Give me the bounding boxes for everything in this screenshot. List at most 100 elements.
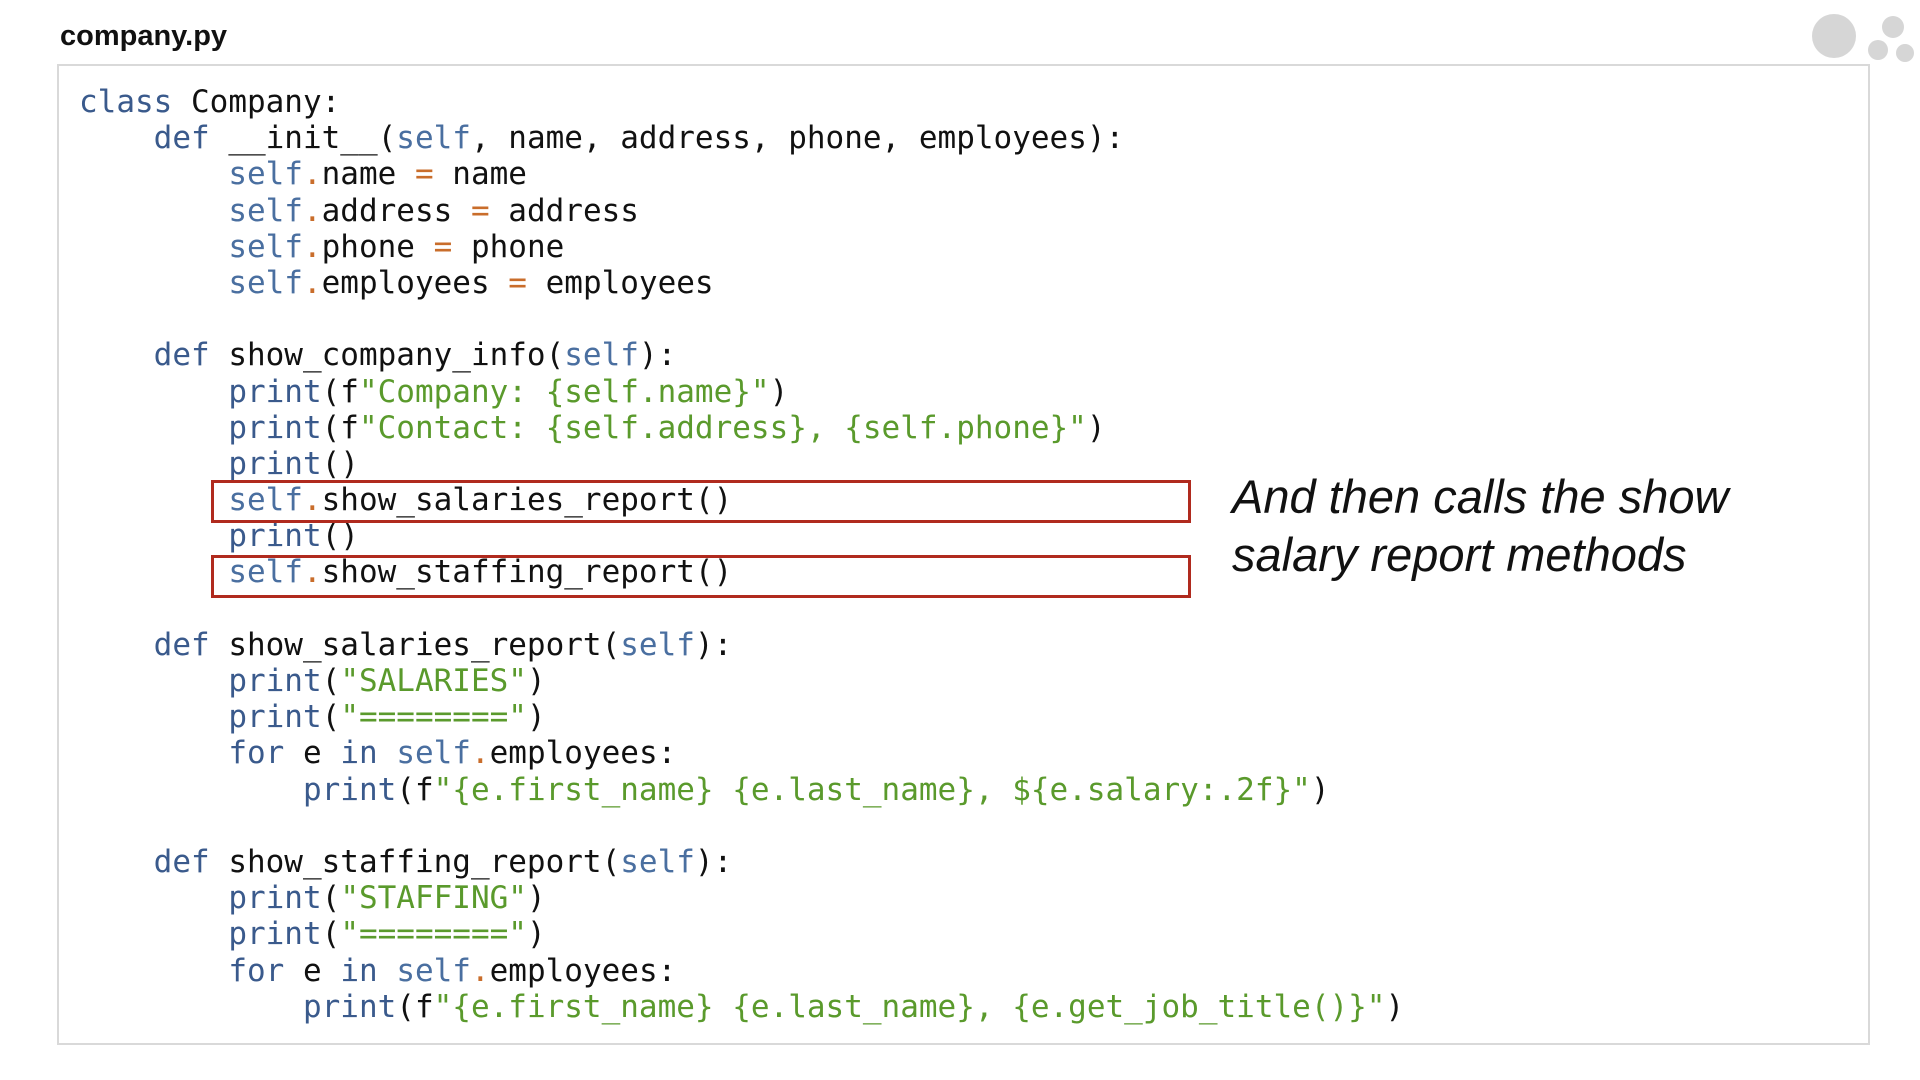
code-line: self.phone = phone [79, 229, 1404, 265]
code-panel [57, 64, 1870, 1045]
code-token: for [228, 735, 285, 772]
code-line: self.name = name [79, 156, 1404, 192]
code-token: self [564, 337, 639, 374]
code-line: self.employees = employees [79, 265, 1404, 301]
code-token: employees [321, 264, 509, 301]
code-token [79, 916, 228, 952]
code-token: (f [396, 771, 434, 808]
code-token [79, 518, 228, 554]
code-line: print(f"{e.first_name} {e.last_name}, ${… [79, 772, 1404, 808]
code-line: self.show_staffing_report() [79, 554, 1404, 590]
code-token: ( [321, 663, 341, 699]
code-token: self [228, 228, 303, 265]
code-token: print [228, 409, 322, 446]
code-token: ) [526, 699, 546, 736]
code-token [79, 953, 228, 989]
code-token [79, 735, 228, 771]
code-token: ): [694, 626, 733, 663]
code-line: def show_company_info(self): [79, 337, 1404, 373]
code-token: = [508, 264, 527, 301]
code-line: print() [79, 518, 1404, 554]
code-token: ) [1086, 409, 1106, 446]
code-line [79, 808, 1404, 844]
code-token: print [302, 771, 397, 808]
code-token [79, 156, 228, 192]
code-line: def show_staffing_report(self): [79, 844, 1404, 880]
code-token: show_salaries_report() [321, 482, 733, 519]
code-token: name [433, 156, 527, 193]
code-token: () [321, 518, 359, 555]
code-token: . [302, 482, 322, 519]
code-token: e [284, 952, 341, 989]
code-block: class Company: def __init__(self, name, … [79, 84, 1404, 1025]
code-token: ( [321, 916, 341, 953]
code-token: print [228, 663, 322, 699]
code-token: def [153, 626, 210, 663]
dots-logo-icon [1808, 10, 1918, 70]
code-token: show_salaries_report( [209, 626, 621, 663]
code-token: ) [526, 880, 546, 917]
code-line [79, 301, 1404, 337]
code-token: "{e.first_name} {e.last_name}, {e.get_jo… [433, 988, 1386, 1025]
code-token [79, 772, 303, 808]
code-token: ( [321, 880, 341, 917]
code-token: (f [396, 988, 434, 1025]
code-token: print [228, 880, 322, 917]
code-line: print("========") [79, 699, 1404, 735]
code-token: show_staffing_report( [209, 843, 621, 880]
code-token: self [228, 192, 303, 229]
code-token: employees [526, 264, 714, 301]
code-token: employees: [489, 952, 677, 989]
code-token: self [228, 554, 303, 591]
code-token: . [302, 554, 322, 591]
code-line: def show_salaries_report(self): [79, 627, 1404, 663]
code-token: ( [321, 699, 341, 736]
code-line: print(f"Company: {self.name}") [79, 374, 1404, 410]
code-token: print [228, 699, 322, 736]
code-token: "Company: {self.name}" [358, 373, 770, 410]
code-token [79, 699, 228, 735]
code-token: print [228, 518, 322, 555]
code-token: . [302, 192, 322, 229]
code-token: def [153, 843, 210, 880]
code-token: show_staffing_report() [321, 554, 733, 591]
code-token: , name, address, phone, employees): [470, 120, 1125, 157]
code-token: "========" [340, 699, 527, 736]
code-token: print [228, 445, 322, 482]
code-token: . [302, 156, 322, 193]
code-line: for e in self.employees: [79, 735, 1404, 771]
code-token: "========" [340, 916, 527, 953]
code-token: address [321, 192, 471, 229]
code-token: self [396, 735, 471, 772]
code-token: . [302, 228, 322, 265]
code-token: ) [526, 663, 546, 699]
code-token: ) [526, 916, 546, 953]
filename-title: company.py [60, 20, 228, 52]
code-line: print(f"{e.first_name} {e.last_name}, {e… [79, 989, 1404, 1025]
code-token: (f [321, 373, 359, 410]
code-token: name [321, 156, 415, 193]
code-token: def [153, 120, 210, 157]
code-token: (f [321, 409, 359, 446]
code-token: self [620, 843, 695, 880]
code-token: ): [694, 843, 733, 880]
code-token: phone [321, 228, 434, 265]
code-token: show_company_info( [209, 337, 565, 374]
code-line: print(f"Contact: {self.address}, {self.p… [79, 410, 1404, 446]
code-line: self.address = address [79, 193, 1404, 229]
code-line: print("SALARIES") [79, 663, 1404, 699]
code-token: "STAFFING" [340, 880, 527, 917]
code-token [378, 735, 397, 771]
code-token: address [489, 192, 639, 229]
code-token: ) [1385, 988, 1405, 1025]
code-token: for [228, 952, 285, 989]
code-token: phone [452, 228, 565, 265]
code-line: print() [79, 446, 1404, 482]
code-token [79, 265, 228, 301]
code-token [79, 120, 154, 156]
code-token: print [228, 373, 322, 410]
code-token: Company: [172, 84, 341, 120]
code-token [79, 337, 154, 373]
annotation-line-2: salary report methods [1232, 528, 1687, 581]
code-token [79, 844, 154, 880]
